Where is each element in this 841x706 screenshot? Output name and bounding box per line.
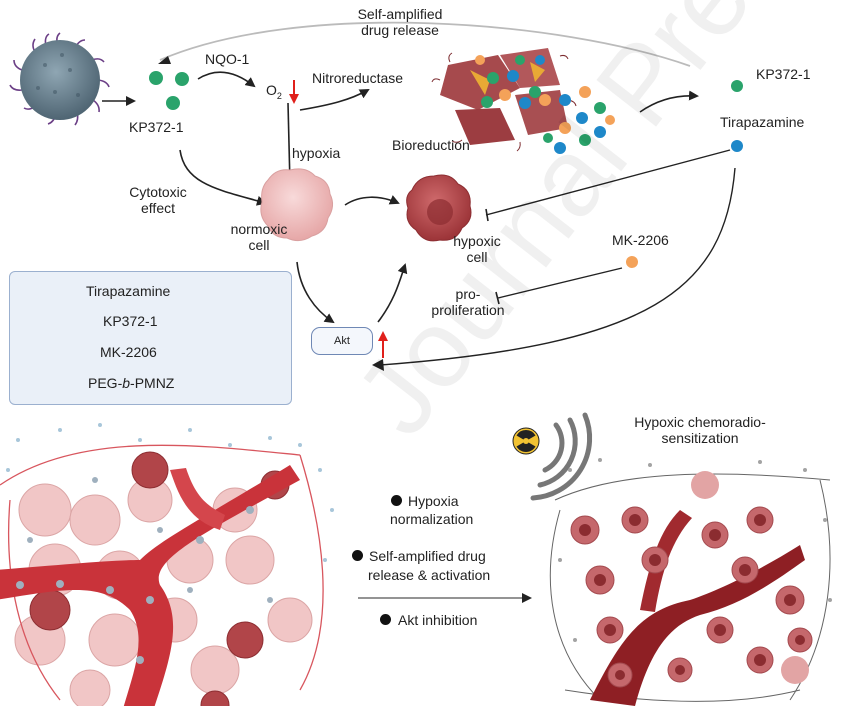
outcome-line1: Hypoxic chemoradio-	[634, 414, 766, 430]
o2-text: O	[266, 82, 277, 98]
self-amplified-loop-arrow	[159, 21, 691, 67]
self-amplified-label: Self-amplified drug release	[335, 6, 465, 38]
bioreduction-nanoparticle-icon	[431, 48, 615, 154]
nitroreductase-label: Nitroreductase	[312, 70, 404, 86]
kp372-right-label: KP372-1	[756, 66, 811, 82]
polymer-suffix: -PMNZ	[130, 375, 175, 391]
nanoparticle-icon	[9, 32, 110, 126]
akt-feedback-arrow	[379, 167, 736, 366]
outcome-label: Hypoxic chemoradio- sensitization	[610, 414, 790, 446]
hypoxic-cell-icon	[406, 174, 472, 242]
normoxic-to-hypoxic-arrow	[344, 195, 400, 206]
legend-box	[9, 271, 292, 405]
bullet-dot	[380, 614, 391, 625]
pro-proliferation-label: pro- proliferation	[430, 286, 506, 318]
normoxic-cell-label: normoxic cell	[223, 221, 295, 253]
o2-label: O2	[266, 82, 282, 104]
bullet1-line1: Hypoxia	[408, 493, 459, 509]
kp372-left-label: KP372-1	[129, 119, 184, 135]
akt-to-hypoxic-arrow	[377, 263, 408, 323]
polymer-prefix: PEG-	[88, 375, 123, 391]
pro-text: pro-	[455, 286, 481, 302]
legend-mk2206: MK-2206	[100, 344, 157, 360]
normoxic-cell-text: cell	[248, 237, 270, 253]
cytotoxic-text: Cytotoxic	[129, 184, 187, 200]
activation-arrow	[639, 90, 699, 113]
tumor-after-illustration	[549, 458, 832, 706]
hypoxic-cell-text: cell	[466, 249, 488, 265]
nqo1-arrow	[197, 71, 256, 88]
bullet2-line1: Self-amplified drug	[369, 548, 486, 564]
bullet1-line2: normalization	[390, 511, 474, 527]
akt-box: Akt	[311, 327, 373, 355]
tirapazamine-icon	[731, 140, 743, 152]
effect-text: effect	[141, 200, 175, 216]
cytotoxic-arrow	[179, 149, 267, 206]
nitroreductase-arrow	[299, 89, 370, 111]
legend-polymer: PEG-b-PMNZ	[88, 375, 174, 391]
mk2206-inhibition-line	[497, 267, 623, 299]
kp372-cluster-icon	[149, 71, 189, 110]
bullet-dot	[352, 550, 363, 561]
bullet2-line2: release & activation	[368, 567, 491, 583]
tirapazamine-right-label: Tirapazamine	[720, 114, 805, 130]
outcome-line2: sensitization	[661, 430, 739, 446]
self-amplified-text: Self-amplified	[357, 6, 443, 22]
normoxic-cell-icon	[260, 168, 334, 242]
cytotoxic-effect-label: Cytotoxic effect	[118, 184, 198, 216]
hypoxic-text: hypoxic	[453, 233, 501, 249]
tirapazamine-inhibition-line	[485, 149, 731, 216]
hypoxia-label: hypoxia	[292, 145, 341, 161]
bullet3-text: Akt inhibition	[398, 612, 478, 628]
mk2206-icon	[626, 256, 638, 268]
polymer-italic: b	[122, 375, 131, 391]
kp372-icon	[731, 80, 743, 92]
hypoxic-cell-label: hypoxic cell	[444, 233, 510, 265]
radiation-icon	[512, 412, 593, 501]
proliferation-text: proliferation	[431, 302, 505, 318]
drug-release-text: drug release	[361, 22, 439, 38]
legend-kp372: KP372-1	[103, 313, 158, 329]
tumor-before-illustration	[0, 423, 334, 706]
legend-tirapazamine: Tirapazamine	[86, 283, 171, 299]
o2-subscript: 2	[276, 90, 282, 101]
normoxic-to-akt-arrow	[296, 261, 335, 324]
normoxic-text: normoxic	[230, 221, 288, 237]
mk2206-right-label: MK-2206	[612, 232, 669, 248]
bioreduction-label: Bioreduction	[392, 137, 470, 153]
bullet-dot	[391, 495, 402, 506]
nqo1-label: NQO-1	[205, 51, 250, 67]
